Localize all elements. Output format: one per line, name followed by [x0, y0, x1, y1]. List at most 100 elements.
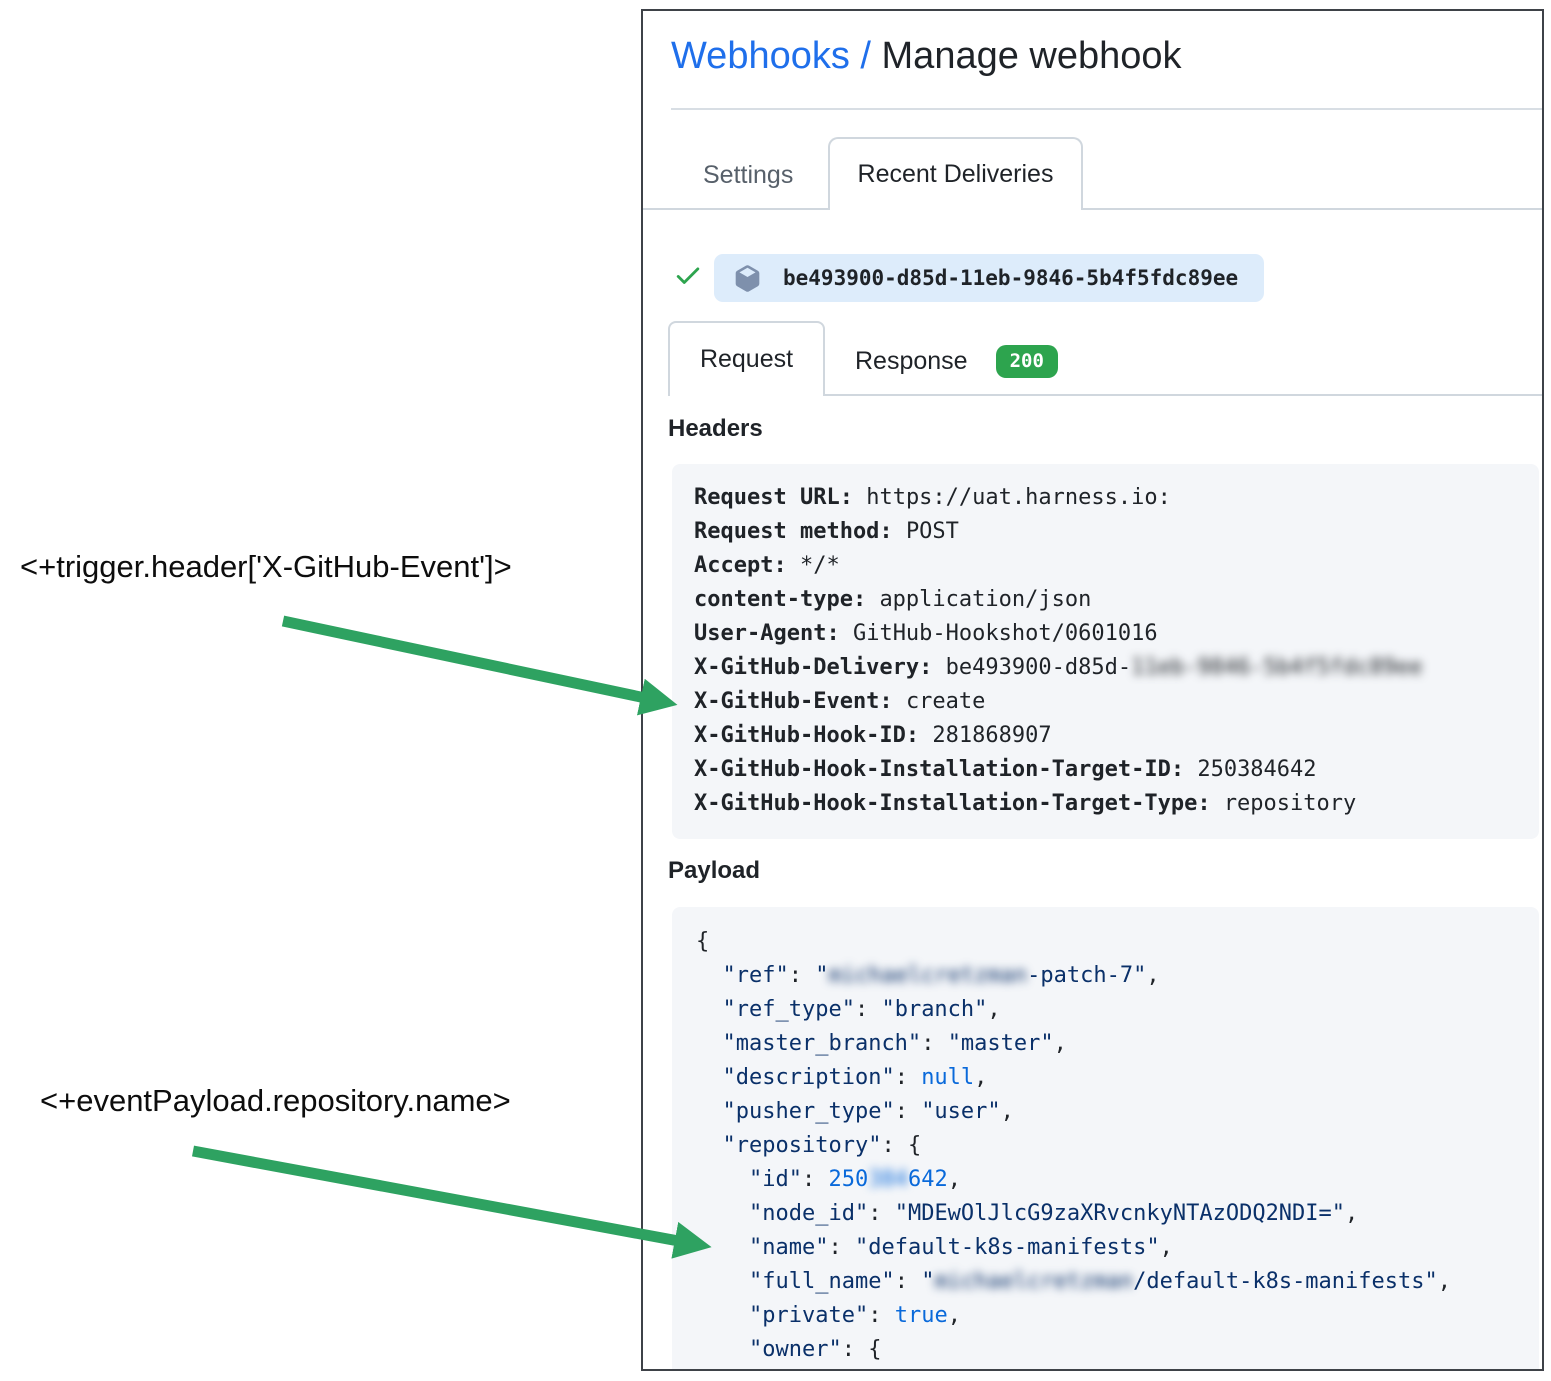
payload-line: "private": true,	[696, 1299, 1529, 1333]
header-row: X-GitHub-Hook-Installation-Target-ID: 25…	[694, 753, 1529, 787]
header-row: X-GitHub-Event: create	[694, 685, 1529, 719]
payload-line: "name": "default-k8s-manifests",	[696, 1231, 1529, 1265]
payload-token: 642	[907, 1167, 948, 1192]
header-value: create	[905, 689, 986, 714]
payload-token: :	[868, 1201, 895, 1226]
payload-token: michaelcretzman	[828, 963, 1028, 988]
header-key: X-GitHub-Hook-Installation-Target-Type:	[694, 791, 1211, 816]
payload-line: "full_name": "michaelcretzman/default-k8…	[696, 1265, 1529, 1299]
subtabs-bottom-border	[668, 394, 1542, 396]
success-check-icon	[676, 267, 700, 284]
payload-token	[696, 963, 723, 988]
payload-token: :	[854, 997, 882, 1022]
header-value: application/json	[879, 587, 1092, 612]
header-value: POST	[905, 519, 959, 544]
payload-token: :	[828, 1235, 855, 1260]
payload-token: 250	[828, 1167, 869, 1192]
header-value: be493900-d85d-	[945, 655, 1132, 680]
arrow-to-github-event	[281, 615, 678, 716]
breadcrumb-current: Manage webhook	[881, 35, 1182, 77]
payload-token: "node_id"	[748, 1201, 869, 1226]
payload-token: :	[788, 963, 816, 988]
payload-token: "ref_type"	[722, 997, 855, 1022]
delivery-id-pill[interactable]: be493900-d85d-11eb-9846-5b4f5fdc89ee	[714, 254, 1264, 302]
payload-token: :	[894, 1269, 922, 1294]
subtab-response-label: Response	[855, 346, 968, 375]
payload-line: "id": 250384642,	[696, 1163, 1529, 1197]
payload-token: "private"	[748, 1303, 869, 1328]
payload-token: {	[696, 929, 710, 954]
payload-token	[696, 1269, 749, 1294]
payload-line: "repository": {	[696, 1129, 1529, 1163]
title-divider	[671, 108, 1542, 110]
payload-token: "MDEwOlJlcG9zaXRvcnkyNTAzODQ2NDI="	[894, 1201, 1346, 1226]
payload-token: ,	[1146, 963, 1160, 988]
delivery-id: be493900-d85d-11eb-9846-5b4f5fdc89ee	[783, 266, 1239, 290]
payload-token: 384	[868, 1167, 908, 1192]
payload-token: "branch"	[881, 997, 988, 1022]
header-value: GitHub-Hookshot/0601016	[852, 621, 1158, 646]
payload-token: null	[921, 1065, 975, 1090]
header-key: X-GitHub-Hook-ID:	[694, 723, 920, 748]
arrow-to-repository-name	[191, 1145, 712, 1259]
payload-token: "pusher_type"	[722, 1099, 895, 1124]
payload-token: "	[815, 963, 829, 988]
payload-expression-annotation: <+eventPayload.repository.name>	[40, 1083, 511, 1118]
subtab-response[interactable]: Response 200	[855, 341, 1058, 381]
payload-token: "ref"	[722, 963, 789, 988]
subtab-request[interactable]: Request	[668, 321, 825, 396]
payload-token: ,	[1437, 1269, 1452, 1294]
payload-line: "description": null,	[696, 1061, 1529, 1095]
payload-token: /default-k8s-manifests"	[1133, 1269, 1438, 1294]
payload-line: "master_branch": "master",	[696, 1027, 1529, 1061]
payload-token: -patch-7"	[1027, 963, 1147, 988]
payload-token: ,	[947, 1167, 961, 1192]
headers-section-heading: Headers	[668, 415, 763, 442]
payload-token: true	[894, 1303, 948, 1328]
header-value: https://uat.harness.io:	[866, 485, 1171, 510]
tab-settings[interactable]: Settings	[703, 161, 794, 189]
payload-token: "description"	[722, 1065, 895, 1090]
header-value-redacted: 11eb-9846-5b4f5fdc89ee	[1131, 655, 1423, 680]
payload-token: "owner"	[748, 1337, 842, 1362]
payload-token: :	[894, 1065, 922, 1090]
payload-token: "user"	[921, 1099, 1001, 1124]
payload-token: :	[868, 1303, 895, 1328]
payload-token	[696, 997, 723, 1022]
payload-token: "default-k8s-manifests"	[854, 1235, 1160, 1260]
payload-token: "id"	[748, 1167, 802, 1192]
payload-token: :	[921, 1031, 948, 1056]
payload-token	[696, 1167, 749, 1192]
payload-token: ,	[947, 1303, 961, 1328]
payload-line: "ref": "michaelcretzman-patch-7",	[696, 959, 1529, 993]
payload-token: michaelcretzman	[934, 1269, 1134, 1294]
payload-token	[696, 1133, 723, 1158]
webhooks-breadcrumb-link[interactable]: Webhooks /	[671, 35, 871, 77]
response-status-badge: 200	[995, 344, 1058, 378]
payload-token: "repository"	[722, 1133, 882, 1158]
payload-token: "name"	[748, 1235, 829, 1260]
header-key: User-Agent:	[694, 621, 840, 646]
header-row: X-GitHub-Delivery: be493900-d85d-11eb-98…	[694, 651, 1529, 685]
headers-rows: Request URL: https://uat.harness.io:Requ…	[672, 464, 1539, 839]
payload-token: "full_name"	[748, 1269, 895, 1294]
manage-webhook-panel: Webhooks / Manage webhook Settings Recen…	[641, 9, 1544, 1371]
payload-token: :	[894, 1099, 922, 1124]
payload-line: {	[696, 925, 1529, 959]
header-value: repository	[1223, 791, 1357, 816]
payload-line: "ref_type": "branch",	[696, 993, 1529, 1027]
payload-token: :	[801, 1167, 829, 1192]
page-title: Webhooks / Manage webhook	[671, 33, 1182, 79]
header-value: */*	[799, 553, 840, 578]
header-key: X-GitHub-Event:	[694, 689, 893, 714]
tabs-bottom-border	[643, 208, 1542, 210]
header-key: Request URL:	[694, 485, 853, 510]
header-row: User-Agent: GitHub-Hookshot/0601016	[694, 617, 1529, 651]
payload-token	[696, 1235, 749, 1260]
payload-token: "master"	[947, 1031, 1054, 1056]
payload-section-heading: Payload	[668, 857, 761, 884]
payload-token	[696, 1337, 749, 1362]
payload-lines: { "ref": "michaelcretzman-patch-7", "ref…	[672, 907, 1539, 1369]
tab-recent-deliveries[interactable]: Recent Deliveries	[828, 137, 1083, 210]
